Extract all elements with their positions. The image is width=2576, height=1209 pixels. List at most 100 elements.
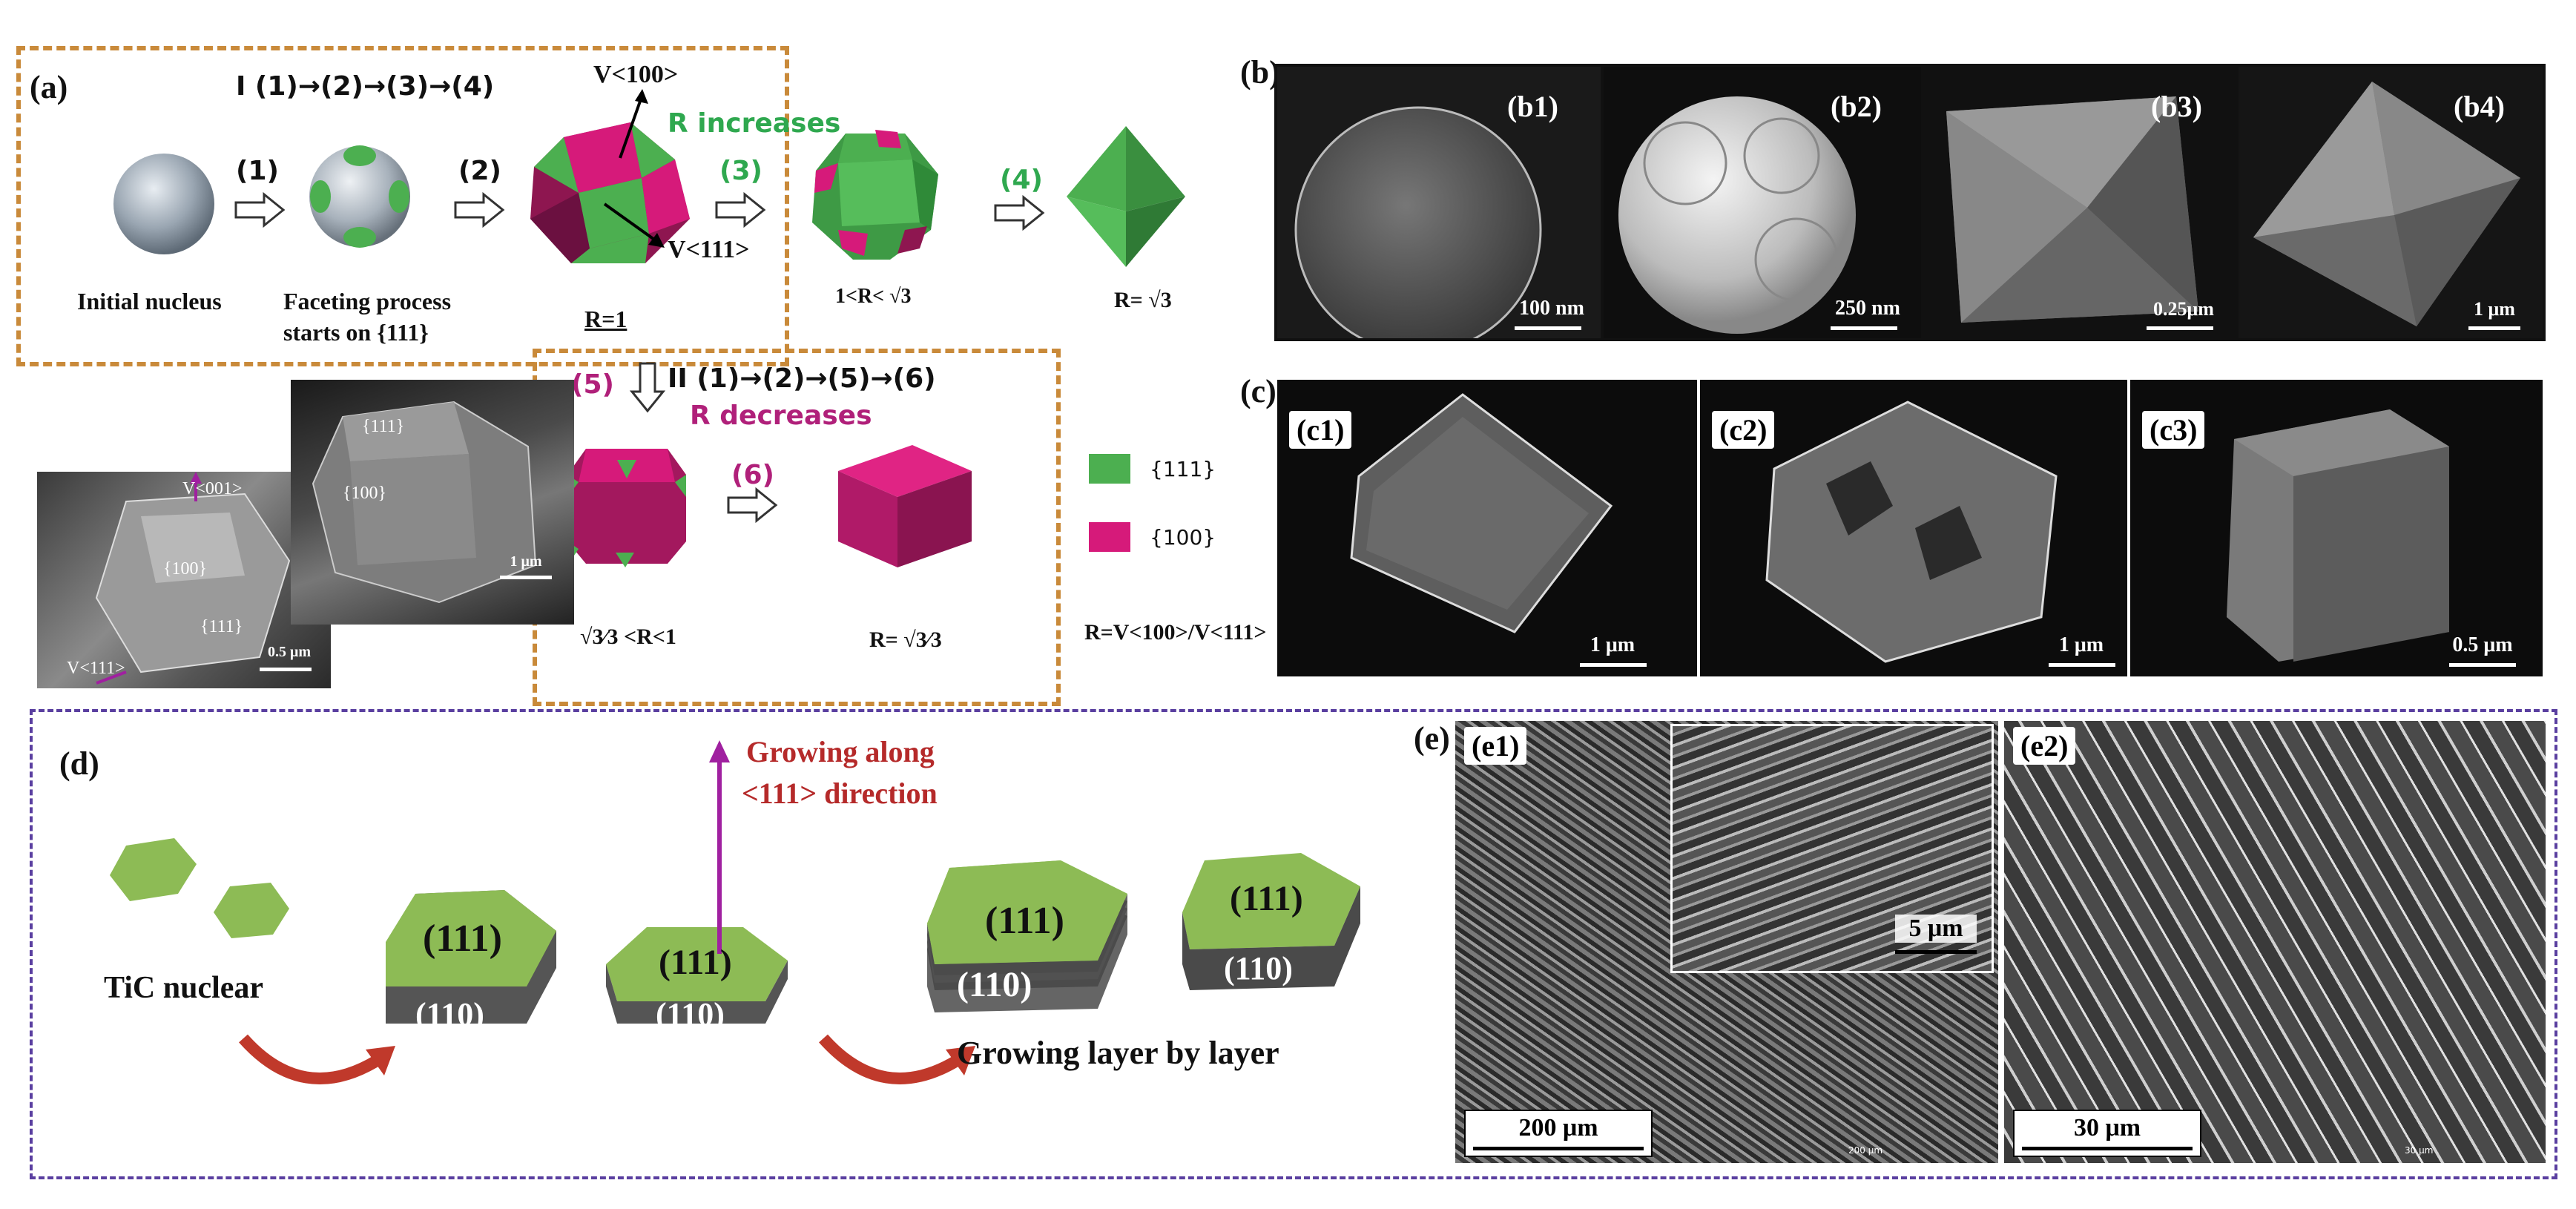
sem-inset-1-f111: {111} [200,617,243,636]
down-arrow-icon [629,362,666,413]
step-6-label: (6) [731,460,774,490]
legend-100-swatch [1089,522,1130,552]
step-5-label: (5) [571,369,614,400]
sem-inset-2-scale-bar [500,576,552,579]
step-4-label: (4) [1000,165,1043,195]
r-range-low-label: √3⁄3 <R<1 [580,625,676,649]
hexagon-thick-1 [386,890,556,1024]
sem-e1-label: (e1) [1464,727,1527,765]
sem-b4-label: (b4) [2454,90,2505,123]
sem-e2-scale-bar [2022,1147,2193,1150]
faceting-sphere [309,145,410,248]
legend-100-label: {100} [1150,525,1216,550]
sem-e1-tiny-scale: 200 μm [1848,1145,1883,1156]
growth-direction-arrow-icon [709,740,730,954]
sem-b4-octahedron-shape [2253,82,2520,326]
curved-arrow-2-icon [819,1034,975,1084]
sem-b2: (b2) 250 nm [1604,67,1921,338]
sem-inset-1: V<001> {100} {111} V<111> 0.5 μm [37,472,331,688]
sem-e1-inset-scale-bar [1895,950,1977,954]
sem-b2-scale: 250 nm [1835,297,1900,320]
sem-b3: (b3) 0.25μm [1924,67,2236,338]
panel-de-dashed-box [30,709,2557,1179]
tic-nuclear-label: TiC nuclear [104,971,264,1005]
legend-111-label: {111} [1150,457,1216,481]
hexagon-4-f111: (111) [1230,879,1303,918]
r-eq-1-label: R=1 [584,306,627,332]
sem-b3-scale: 0.25μm [2153,298,2214,320]
hexagon-3-f111: (111) [985,900,1064,942]
sem-crystal-1-shape [95,472,291,685]
tic-nuclear-hexagons [110,838,289,938]
sem-inset-1-scale: 0.5 μm [268,644,311,660]
sem-inset-2: {111} {100} 1 μm [291,380,574,625]
sem-e1-scale-bar [1473,1147,1644,1150]
sem-e2: (e2) 30 μm 30 μm [2004,721,2546,1163]
cuboctahedron-shape [530,122,690,263]
sem-b3-pyramid-shape [1946,96,2198,323]
octahedron-shape [1067,126,1185,267]
growing-layer-by-layer-label: Growing layer by layer [957,1035,1279,1071]
r-range-1-sqrt3-label: 1<R< √3 [835,285,912,308]
sem-c1-label: (c1) [1289,411,1352,449]
hexagon-thin-2 [606,927,788,1024]
hexagon-3-f110: (110) [957,965,1032,1004]
step-3-label: (3) [719,156,762,186]
sem-c2-scale-bar [2049,663,2115,667]
sem-e1-scale: 200 μm [1518,1114,1598,1142]
sem-b1-scale-bar [1515,326,1581,330]
sem-c1-scale: 1 μm [1590,633,1635,656]
growing-along-label-2: <111> direction [742,777,938,810]
sem-b1-label: (b1) [1507,90,1558,123]
sem-b1-particle-shape [1294,106,1542,338]
r-eq-sqrt3-3-label: R= √3⁄3 [869,627,942,652]
hexagon-stacked-3 [927,860,1127,1012]
truncated-octahedron-shape [812,130,938,260]
panel-e-label: (e) [1414,720,1450,757]
growing-along-label-1: Growing along [746,735,935,768]
sem-c3: (c3) 0.5 μm [2130,380,2543,676]
r-decreases-label: R decreases [690,401,872,431]
sem-c2: (c2) 1 μm [1700,380,2127,676]
sem-e1: (e1) 5 μm 200 μm 200 μm [1455,721,1998,1163]
r-eq-sqrt3-label: R= √3 [1114,288,1172,312]
sem-c2-scale: 1 μm [2058,633,2104,656]
panel-a-label: (a) [30,69,68,105]
sem-inset-1-v001: V<001> [182,479,243,498]
sem-inset-1-f100: {100} [163,559,208,579]
sem-b2-label: (b2) [1831,90,1882,123]
sem-e2-scale: 30 μm [2073,1114,2141,1142]
sem-inset-1-scale-bar [260,668,312,671]
sem-c3-label: (c3) [2142,411,2205,449]
sem-b1: (b1) 100 nm [1277,67,1601,338]
sem-e1-inset: 5 μm [1670,724,1994,973]
faceting-label-line1: Faceting process [283,288,452,314]
hexagon-stacked-4 [1182,853,1360,990]
initial-nucleus-label: Initial nucleus [77,288,222,314]
sem-c2-crystal-shape [1765,401,2058,663]
sem-inset-2-f111: {111} [362,417,405,436]
arrow-6-icon [727,487,778,524]
sem-c2-label: (c2) [1712,411,1775,449]
v100-arrow-icon [619,89,648,159]
v111-arrow-icon [603,202,665,248]
sem-b3-label: (b3) [2151,90,2202,123]
hexagon-2-f111: (111) [659,943,732,982]
legend-111-swatch [1089,454,1130,484]
sem-e1-inset-scale: 5 μm [1895,915,1977,943]
sem-b2-particle-shape [1618,96,1856,334]
sem-c3-scale: 0.5 μm [2452,633,2513,656]
sem-b4-scale: 1 μm [2474,298,2515,320]
panel-a-dashed-box-top [16,46,789,366]
hexagon-1-f111: (111) [423,918,502,960]
sem-c1: (c1) 1 μm [1277,380,1697,676]
initial-nucleus-sphere [113,154,214,254]
arrow-3-icon [715,191,766,228]
v100-label: V<100> [593,61,679,88]
arrow-2-icon [454,191,505,228]
hexagon-1-f110: (110) [415,996,484,1032]
sem-e2-scale-box: 30 μm [2013,1110,2201,1157]
sem-e1-scale-box: 200 μm [1464,1110,1653,1157]
panel-d-label: (d) [59,745,99,782]
step-2-label: (2) [458,156,501,186]
